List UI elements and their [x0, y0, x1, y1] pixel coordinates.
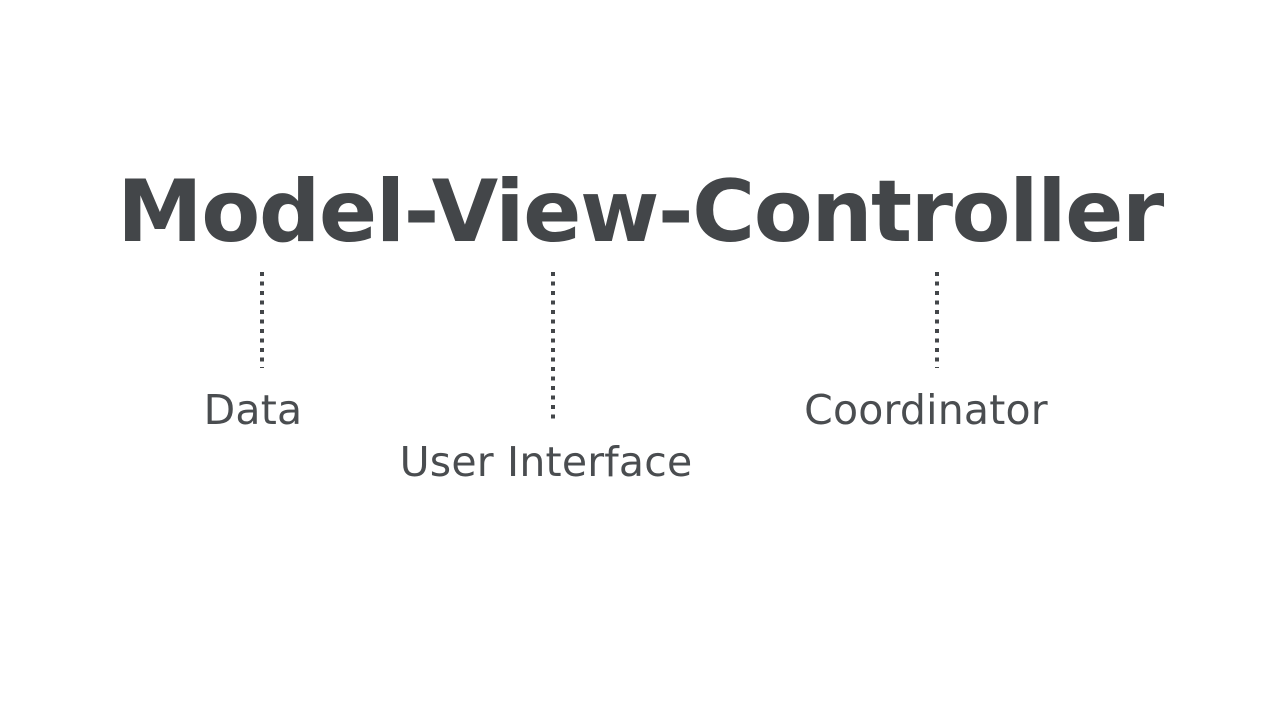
- connector-controller-dotted-line: [935, 272, 939, 368]
- page-title: Model-View-Controller: [117, 162, 1164, 262]
- connector-model-dotted-line: [260, 272, 264, 368]
- label-model-data: Data: [203, 386, 303, 434]
- label-controller-coordinator: Coordinator: [804, 386, 1048, 434]
- connector-view-dotted-line: [551, 272, 555, 420]
- label-view-user-interface: User Interface: [399, 438, 693, 486]
